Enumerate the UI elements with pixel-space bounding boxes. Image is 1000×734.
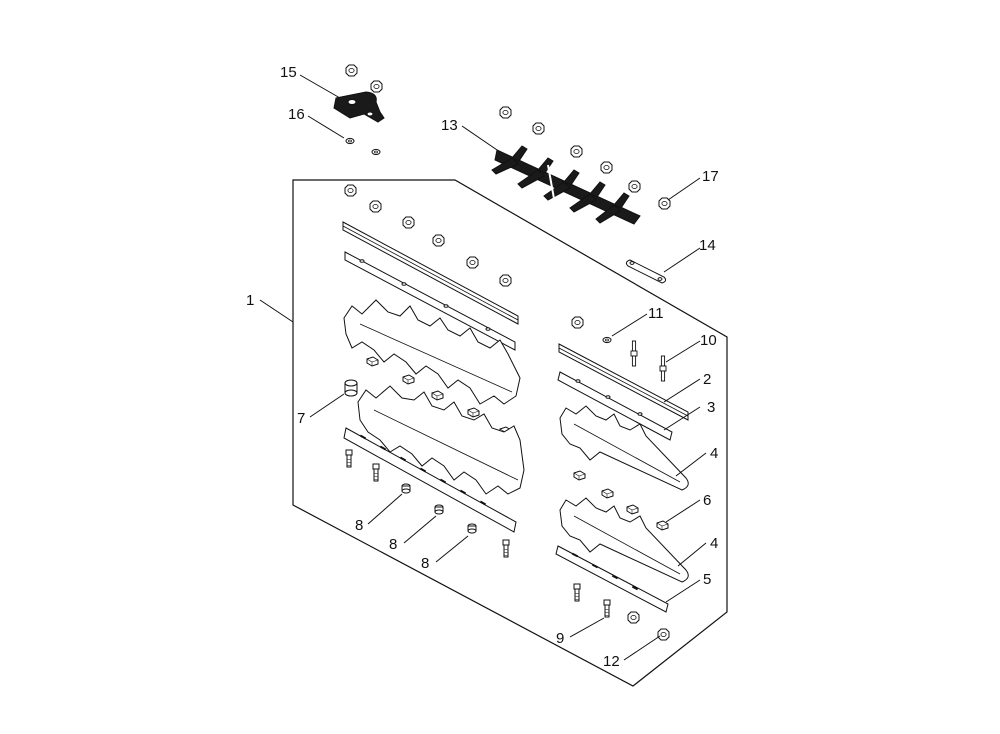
link-plate-part xyxy=(625,259,667,284)
callout-4b: 4 xyxy=(710,535,718,552)
bottom-plate-right xyxy=(555,545,669,613)
callout-8a: 8 xyxy=(355,517,363,534)
callout-2: 2 xyxy=(703,371,711,388)
callout-8b: 8 xyxy=(389,536,397,553)
kit-outline xyxy=(292,179,728,687)
upper-plate-left xyxy=(344,251,516,351)
lower-blade-right xyxy=(559,497,689,583)
callout-4a: 4 xyxy=(710,445,718,462)
leader-lines xyxy=(259,74,707,661)
callout-9: 9 xyxy=(556,630,564,647)
lower-blade-left xyxy=(357,385,525,495)
bottom-plate-left xyxy=(343,427,517,533)
callout-14: 14 xyxy=(699,237,716,254)
upper-bar-left xyxy=(342,221,519,325)
upper-plate-right xyxy=(557,371,673,441)
callout-12: 12 xyxy=(603,653,620,670)
upper-blade-right xyxy=(559,405,689,491)
callout-16: 16 xyxy=(288,106,305,123)
callout-6: 6 xyxy=(703,492,711,509)
bracket-part xyxy=(333,91,385,123)
cutter-assembly-part xyxy=(491,145,641,225)
callout-1: 1 xyxy=(246,292,254,309)
callout-labels: 1 2 3 4 4 5 6 7 8 8 8 9 10 11 12 13 14 1… xyxy=(246,64,719,670)
spacer-part xyxy=(344,379,358,397)
callout-7: 7 xyxy=(297,410,305,427)
callout-5: 5 xyxy=(703,571,711,588)
callout-3: 3 xyxy=(707,399,715,416)
callout-13: 13 xyxy=(441,117,458,134)
upper-bar-right xyxy=(558,343,689,421)
callout-15: 15 xyxy=(280,64,297,81)
callout-17: 17 xyxy=(702,168,719,185)
callout-11: 11 xyxy=(648,305,664,322)
callout-8c: 8 xyxy=(421,555,429,572)
upper-blade-left xyxy=(343,299,521,405)
callout-10: 10 xyxy=(700,332,717,349)
